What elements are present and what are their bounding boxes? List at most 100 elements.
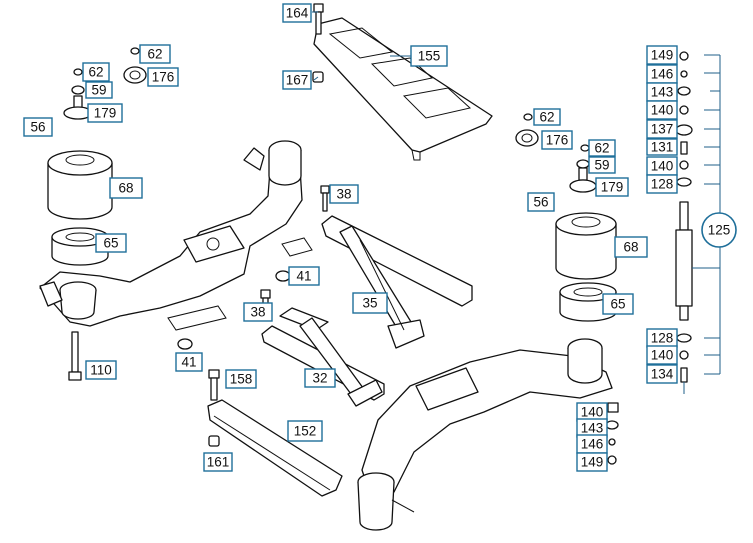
callout-box — [175, 352, 203, 372]
part-callout-p68a: 68 — [109, 177, 143, 199]
part-callout-p38b: 38 — [243, 302, 273, 322]
part-number-p140a: 140 — [651, 103, 674, 118]
part-callout-p68b: 68 — [614, 236, 648, 258]
crossmember-35-drawing — [320, 185, 473, 349]
callout-box — [282, 70, 312, 90]
part-number-p62a: 62 — [147, 47, 162, 62]
part-number-p167: 167 — [286, 73, 309, 88]
callout-box — [95, 233, 127, 253]
part-callout-p32: 32 — [304, 368, 336, 388]
callout-box — [533, 108, 561, 126]
part-callout-p179a: 179 — [87, 103, 123, 123]
callout-box — [646, 364, 678, 384]
part-number-p35: 35 — [362, 296, 377, 311]
right-mount-stack-drawing — [515, 113, 617, 322]
callout-box — [646, 174, 678, 194]
callout-box — [614, 236, 648, 258]
part-callout-p65a: 65 — [95, 233, 127, 253]
part-callout-p56a: 56 — [23, 117, 53, 137]
part-number-p158: 158 — [230, 372, 253, 387]
callout-box — [646, 345, 678, 365]
callout-box — [23, 117, 53, 137]
callout-box — [282, 3, 312, 23]
part-number-p128b: 128 — [651, 331, 674, 346]
part-number-p161: 161 — [207, 455, 230, 470]
part-callout-p176b: 176 — [541, 130, 573, 150]
part-number-p143b: 143 — [581, 421, 604, 436]
bracket-155-drawing — [313, 17, 493, 161]
part-number-p56b: 56 — [533, 195, 548, 210]
rail-152-drawing — [207, 369, 343, 497]
callout-box — [225, 369, 257, 389]
part-callout-p152: 152 — [287, 420, 323, 442]
part-callout-p140b: 140 — [646, 156, 678, 176]
part-number-p62d: 62 — [594, 141, 609, 156]
part-callout-p143b: 143 — [576, 418, 608, 438]
callout-box — [588, 139, 616, 157]
part-callout-p149a: 149 — [646, 45, 678, 65]
part-callout-p41b: 41 — [175, 352, 203, 372]
callout-box — [588, 156, 616, 174]
crossmember-32-drawing — [260, 289, 385, 407]
part-number-p179b: 179 — [601, 180, 624, 195]
part-callout-p62b: 62 — [82, 62, 110, 82]
part-number-p38a: 38 — [336, 187, 351, 202]
part-number-p140c: 140 — [651, 348, 674, 363]
callout-box — [203, 452, 233, 472]
callout-box — [527, 192, 555, 212]
part-number-p125: 125 — [708, 223, 731, 238]
callout-box — [646, 138, 678, 156]
callout-box — [595, 177, 629, 197]
part-callout-p179b: 179 — [595, 177, 629, 197]
part-callout-p131: 131 — [646, 138, 678, 156]
callout-box — [147, 67, 179, 87]
part-number-p128a: 128 — [651, 177, 674, 192]
callout-box — [576, 452, 608, 472]
part-number-p41a: 41 — [296, 269, 311, 284]
bolt-164-drawing — [313, 3, 324, 35]
part-number-p62b: 62 — [88, 65, 103, 80]
part-number-p155: 155 — [418, 49, 441, 64]
part-callout-p35: 35 — [352, 292, 388, 314]
part-number-p164: 164 — [286, 6, 309, 21]
right-frame-rail-drawing — [357, 338, 613, 531]
callout-box — [85, 81, 113, 99]
part-callout-p176a: 176 — [147, 67, 179, 87]
part-callout-p161: 161 — [203, 452, 233, 472]
part-number-p149a: 149 — [651, 48, 674, 63]
part-number-p131: 131 — [651, 140, 674, 155]
part-number-p56a: 56 — [30, 120, 45, 135]
part-number-p140d: 140 — [581, 405, 604, 420]
callout-box — [87, 103, 123, 123]
callout-box — [602, 293, 634, 315]
part-callout-p59a: 59 — [85, 81, 113, 99]
callout-box — [646, 45, 678, 65]
part-callout-p125: 125 — [701, 212, 737, 248]
callout-box — [85, 360, 117, 380]
part-callout-p59b: 59 — [588, 156, 616, 174]
part-number-p68a: 68 — [118, 181, 133, 196]
part-number-p152: 152 — [294, 424, 317, 439]
callout-box — [410, 45, 448, 67]
part-callout-p143a: 143 — [646, 82, 678, 102]
part-callout-p158: 158 — [225, 369, 257, 389]
part-number-p143a: 143 — [651, 85, 674, 100]
callout-box — [304, 368, 336, 388]
part-callout-p56b: 56 — [527, 192, 555, 212]
callout-labels: 164 155 167 62 62 176 59 56 179 68 65 38 41 35 38 41 32 1… — [23, 3, 737, 472]
part-number-p41b: 41 — [181, 355, 196, 370]
callout-box — [288, 266, 320, 286]
part-callout-p62a: 62 — [139, 44, 171, 64]
callout-box — [243, 302, 273, 322]
part-callout-p110: 110 — [85, 360, 117, 380]
callout-box — [109, 177, 143, 199]
callout-box — [287, 420, 323, 442]
callout-box — [541, 130, 573, 150]
part-number-p62c: 62 — [539, 110, 554, 125]
callout-box — [329, 184, 359, 204]
part-callout-p149b: 149 — [576, 452, 608, 472]
part-callout-p62c: 62 — [533, 108, 561, 126]
part-number-p179a: 179 — [94, 106, 117, 121]
part-callout-p155: 155 — [410, 45, 448, 67]
